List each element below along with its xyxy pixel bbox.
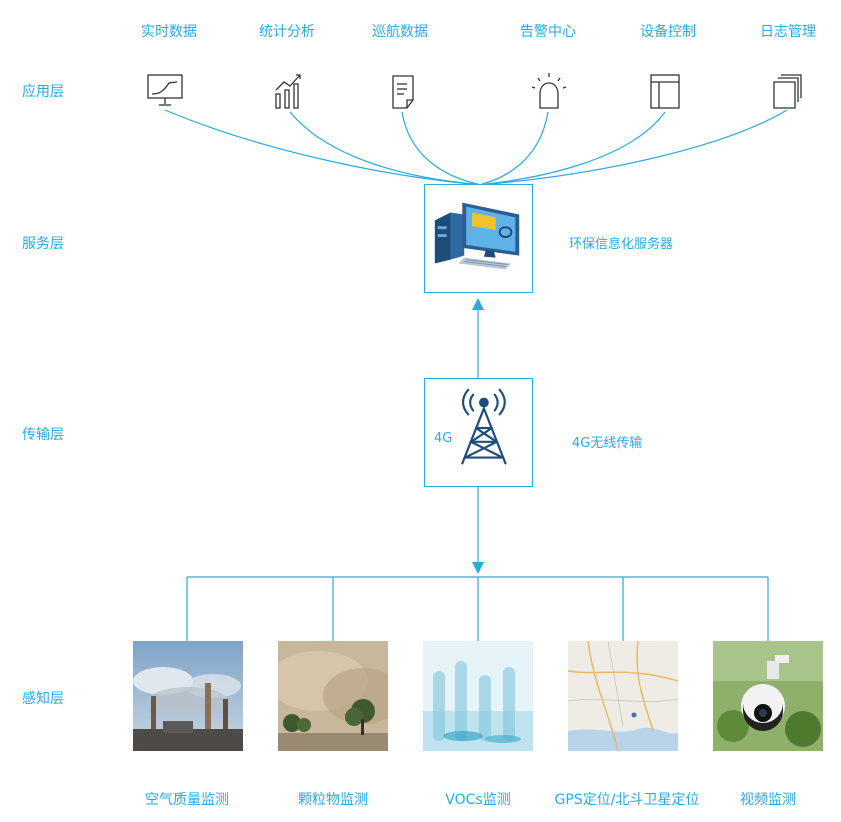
app-label-log: 日志管理 [760, 24, 816, 40]
layer-label-perception: 感知层 [22, 691, 64, 707]
sensor-label-video: 视频监测 [740, 792, 796, 808]
test-tubes-image [423, 641, 533, 751]
sensor-label-vocs: VOCs监测 [445, 792, 511, 808]
app-link-line [485, 111, 666, 185]
signal-tower-icon [461, 388, 507, 465]
layer-label-service: 服务层 [22, 236, 64, 252]
transport-box: 4G [424, 378, 533, 487]
stacked-pages-icon [773, 74, 802, 109]
app-label-cruise: 巡航数据 [372, 24, 428, 40]
app-label-statistics: 统计分析 [259, 24, 315, 40]
app-label-alarm: 告警中心 [520, 24, 576, 40]
app-link-line [289, 111, 475, 185]
app-link-line [164, 109, 471, 185]
factory-smokestacks-image [133, 641, 243, 751]
alarm-light-icon [531, 73, 567, 109]
app-link-line [489, 109, 788, 185]
transport-label: 4G无线传输 [572, 436, 643, 451]
document-icon [392, 75, 414, 109]
server-label: 环保信息化服务器 [569, 237, 674, 252]
4g-badge: 4G [434, 431, 453, 446]
server-box [424, 184, 533, 293]
dust-storm-image [278, 641, 388, 751]
sensor-label-gps: GPS定位/北斗卫星定位 [554, 792, 700, 808]
sensor-label-air: 空气质量监测 [145, 792, 229, 808]
app-link-line [401, 111, 479, 185]
bar-chart-icon [275, 74, 301, 109]
layer-label-transport: 传输层 [22, 427, 64, 443]
app-label-realtime: 实时数据 [141, 24, 197, 40]
app-label-device: 设备控制 [640, 24, 696, 40]
map-image [568, 641, 678, 751]
layer-label-application: 应用层 [22, 84, 64, 100]
server-computer-icon [434, 202, 520, 270]
window-panel-icon [650, 74, 680, 109]
app-link-line [481, 111, 549, 185]
sensor-label-particulate: 颗粒物监测 [298, 792, 368, 808]
monitor-trend-icon [147, 74, 183, 106]
dome-camera-image [713, 641, 823, 751]
